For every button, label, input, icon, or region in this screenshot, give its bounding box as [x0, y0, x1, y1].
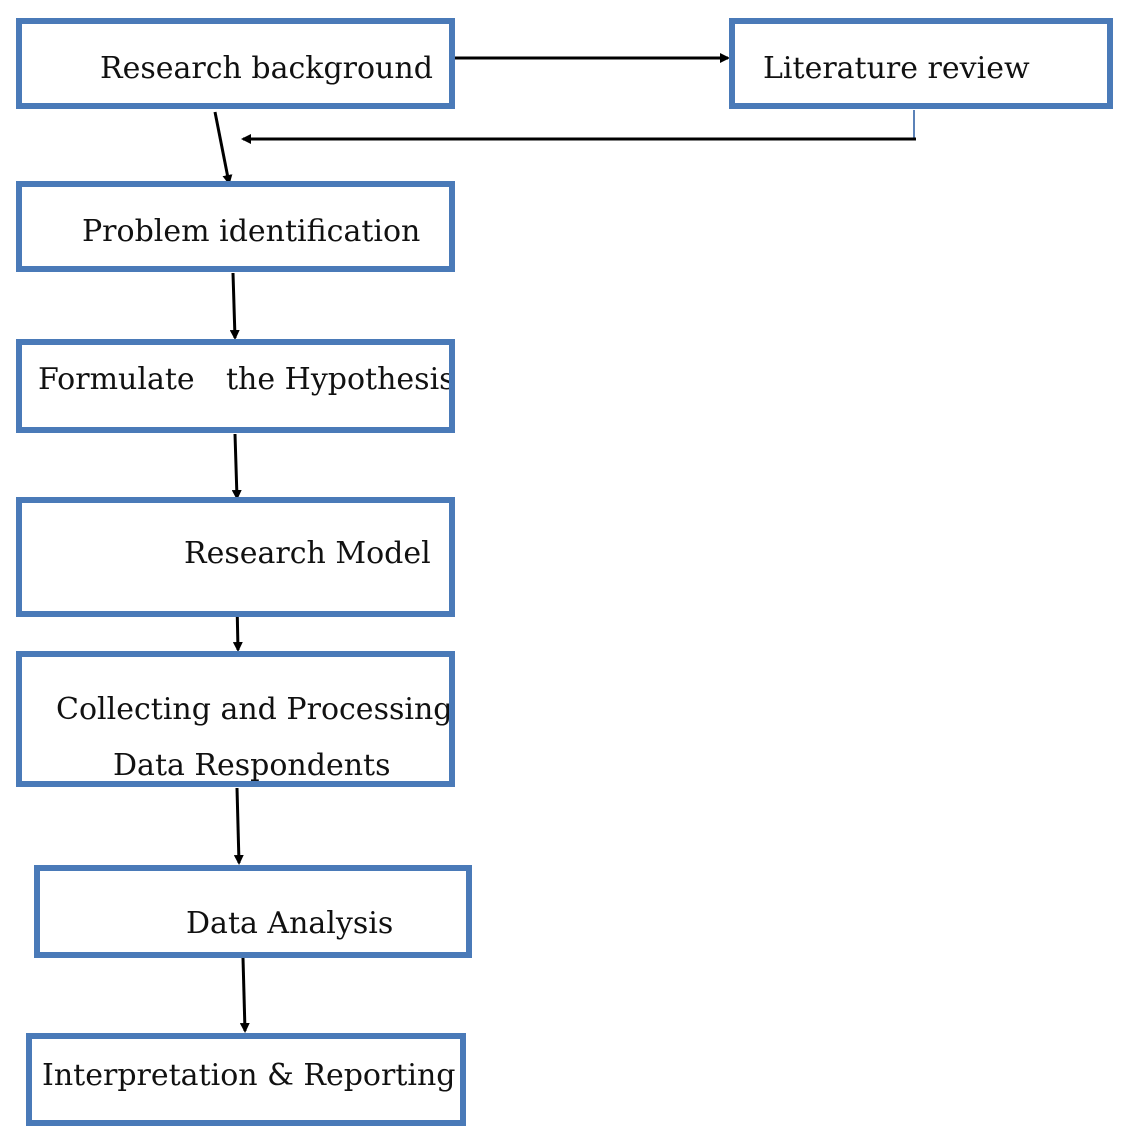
formulate-label: Formulate	[38, 362, 195, 397]
interpretation-reporting-box: Interpretation & Reporting	[26, 1033, 466, 1126]
arrow-hypothesis-to-model	[231, 433, 242, 500]
problem-identification-box: Problem identification	[16, 181, 455, 272]
problem-identification-label: Problem identification	[82, 214, 421, 249]
interpretation-label: Interpretation & Reporting	[42, 1058, 456, 1093]
research-background-label: Research background	[100, 51, 433, 86]
research-model-box: Research Model	[16, 497, 455, 617]
hypothesis-label: the Hypothesis	[226, 362, 455, 397]
literature-review-label: Literature review	[763, 51, 1030, 86]
arrow-background-to-problem	[213, 111, 233, 185]
collecting-processing-box: Collecting and Processing Data Responden…	[16, 651, 455, 787]
data-analysis-box: Data Analysis	[34, 865, 472, 958]
formulate-hypothesis-box: Formulate the Hypothesis	[16, 339, 455, 433]
research-model-label: Research Model	[184, 536, 431, 571]
collecting-line1-label: Collecting and Processing	[56, 692, 453, 727]
literature-review-box: Literature review	[729, 18, 1113, 109]
arrow-problem-to-hypothesis	[229, 272, 240, 340]
data-analysis-label: Data Analysis	[186, 906, 394, 941]
arrow-collecting-to-analysis	[233, 787, 244, 865]
collecting-line2-label: Data Respondents	[113, 748, 391, 783]
research-background-box: Research background	[16, 18, 455, 109]
arrow-analysis-to-interpretation	[239, 957, 250, 1033]
